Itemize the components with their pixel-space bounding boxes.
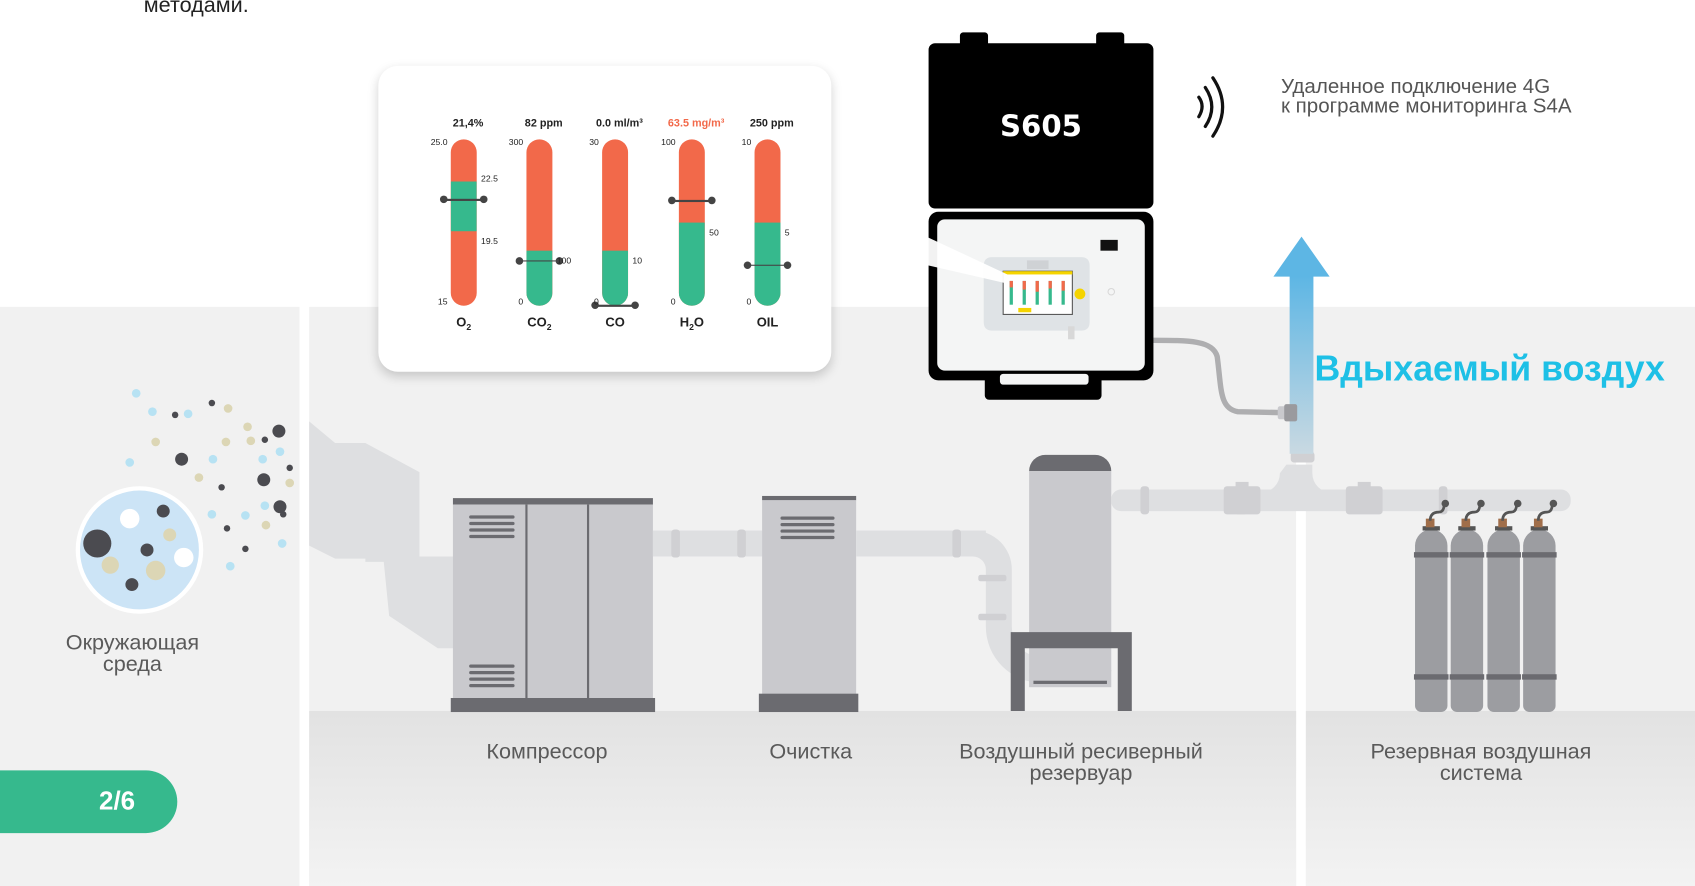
receiver-label: Воздушный ресиверный резервуар — [930, 741, 1233, 784]
backup-cylinders — [1413, 499, 1558, 713]
gauge-tick-label: 0 — [670, 297, 676, 307]
gauge-name-subscript: 2 — [466, 322, 472, 333]
gauge-name-subscript: 2 — [689, 322, 694, 333]
gauge-bar — [450, 139, 477, 306]
gauge-ok-range — [526, 250, 553, 306]
remote-line2: к программе мониторинга S4A — [1280, 95, 1572, 118]
remote-connection-text: Удаленное подключение 4G к программе мон… — [1280, 75, 1572, 118]
page-indicator[interactable]: 2/6 — [0, 770, 178, 834]
sensor-hose — [1152, 337, 1287, 416]
gauge-bar — [678, 139, 705, 306]
gauge-name-main: CO — [605, 314, 625, 330]
gauge-tick-label: 25.0 — [430, 137, 448, 147]
gauge-value: 82 ppm — [524, 117, 563, 130]
gauge-tick-label: 15 — [437, 297, 448, 307]
environment-label-line2: среда — [102, 652, 162, 677]
purification-label: Очистка — [769, 740, 853, 764]
gauge-ok-range — [450, 180, 477, 231]
receiver-label-line2: резервуар — [1029, 761, 1133, 786]
gauge-name-main: H — [679, 314, 690, 330]
plant-floor — [309, 710, 1297, 886]
gauge-tick-label: 10 — [741, 137, 752, 147]
gauge-tick-label: 0 — [518, 297, 524, 307]
gauge-bar — [602, 139, 629, 306]
gauge-tick-label: 30 — [589, 137, 599, 147]
gauge-value: 250 ppm — [749, 117, 794, 130]
gauge-tick-label: 10 — [632, 255, 643, 266]
s605-device — [928, 32, 1154, 400]
gauge-tick-label: 300 — [508, 137, 524, 147]
gauge-value-marker — [743, 261, 792, 268]
breathing-air-arrow — [1273, 236, 1330, 454]
backup-floor — [1305, 710, 1695, 886]
compressor — [450, 498, 656, 713]
gauge-value-marker — [591, 302, 639, 308]
gauge-name: CO — [576, 314, 654, 329]
intro-text: методами. — [143, 0, 249, 18]
receiver-label-line1: Воздушный ресиверный — [959, 740, 1203, 764]
gauge-tick-label: 0 — [746, 297, 752, 307]
gauge-bar — [526, 139, 553, 306]
callout-pointer — [831, 192, 1008, 284]
gauge-value-marker — [515, 257, 564, 264]
gauge-tick-label: 100 — [556, 255, 572, 266]
environment-label: Окружающая среда — [32, 632, 232, 675]
gauge-value: 0.0 ml/m³ — [595, 117, 643, 130]
purifier — [758, 495, 859, 713]
backup-label: Резервная воздушная система — [1340, 741, 1621, 784]
gauge-name-tail: O — [693, 314, 704, 330]
main-air-line — [1111, 451, 1571, 515]
breathing-air-label: Вдыхаемый воздух — [1314, 347, 1665, 388]
gauge-name-main: CO — [527, 314, 547, 330]
backup-label-line1: Резервная воздушная — [1370, 740, 1592, 764]
gauge-value: 63.5 mg/m³ — [667, 117, 725, 130]
gauge-value-marker — [439, 196, 488, 203]
gauge-tick-label: 22.5 — [481, 173, 498, 184]
air-particles — [125, 388, 295, 571]
gauge-tick-label: 0 — [594, 297, 599, 307]
gauge-name: O2 — [425, 314, 503, 332]
gauge-ok-range — [602, 250, 629, 306]
pipe-purifier-receiver — [856, 529, 1043, 683]
gauge-value-marker — [668, 197, 716, 204]
remote-line1: Удаленное подключение 4G — [1280, 75, 1551, 99]
intake-duct — [309, 421, 455, 649]
page-indicator-label: 2/6 — [99, 786, 136, 816]
gauge-tick-label: 50 — [709, 227, 719, 238]
gauge-tick-label: 5 — [784, 227, 790, 238]
compressor-label: Компрессор — [486, 740, 608, 764]
receiver-tank — [1010, 454, 1132, 711]
gauge-value: 21,4% — [452, 117, 484, 130]
gauge-name-main: O — [456, 314, 467, 330]
gauge-name: OIL — [729, 314, 807, 329]
gauge-ok-range — [678, 222, 705, 306]
gauge-name: H2O — [653, 314, 731, 332]
gauge-name-main: OIL — [756, 314, 779, 330]
particles-illustration — [75, 388, 295, 614]
environment-label-line1: Окружающая — [65, 631, 200, 655]
pipe-compressor-purifier — [652, 529, 763, 558]
wireless-signal-icon — [1197, 76, 1225, 138]
backup-label-line2: система — [1439, 761, 1523, 786]
gauge-tick-label: 100 — [661, 137, 676, 147]
device-model-label: S605 — [1000, 110, 1082, 144]
gauge-bar — [754, 139, 781, 306]
air-sample-circle — [75, 486, 204, 614]
gauge-name-subscript: 2 — [546, 322, 552, 333]
gauge-name: CO2 — [501, 314, 579, 332]
gauge-tick-label: 19.5 — [481, 236, 498, 247]
